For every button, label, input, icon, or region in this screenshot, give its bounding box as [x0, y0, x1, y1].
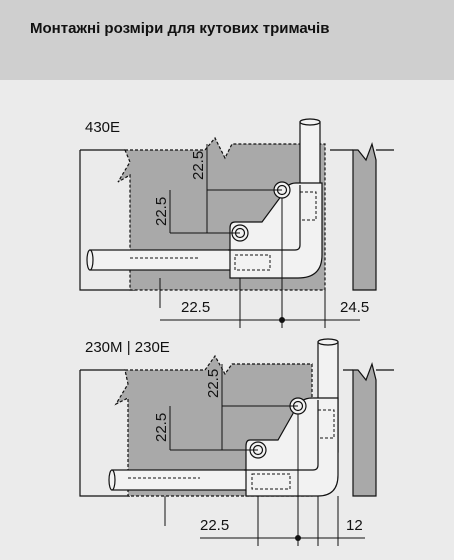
hidden-slot-horizontal — [234, 254, 271, 271]
dim-horizontal-left: 22.5 — [181, 299, 210, 316]
dimension-dot-2 — [295, 535, 301, 541]
corner-holder-inner-2 — [244, 400, 319, 471]
dim-horizontal-right-2: 12 — [346, 517, 363, 534]
dim-vertical-lower-2: 22.5 — [153, 413, 170, 442]
dim-horizontal-right: 24.5 — [340, 299, 369, 316]
rod-left-cap-2 — [108, 469, 116, 491]
drawer-frame-outline-2 — [79, 369, 130, 497]
dim-vertical-upper: 22.5 — [190, 151, 207, 180]
dimension-dot — [279, 317, 285, 323]
page-title: Монтажні розміри для кутових тримачів — [30, 20, 330, 37]
dimension-lines-bottom — [164, 364, 365, 546]
diagram-230m-230e: 230M | 230E 22.5 22.5 22.5 12 — [79, 338, 394, 546]
dim-vertical-lower: 22.5 — [153, 197, 170, 226]
side-panel — [352, 141, 377, 291]
model-label-230m-230e: 230M | 230E — [85, 339, 170, 356]
diagram-430e: 430E 22.5 22.5 22.5 24.5 — [79, 118, 394, 328]
horizontal-rod-2 — [111, 469, 268, 491]
rod-top-cap — [299, 118, 321, 126]
horizontal-rod — [89, 249, 251, 271]
dim-horizontal-left-2: 22.5 — [200, 517, 229, 534]
corner-holder-inner — [228, 185, 301, 251]
rod-left-cap — [86, 249, 94, 271]
side-panel-2 — [352, 361, 377, 497]
rod-top-cap-2 — [317, 338, 339, 346]
dimension-lines-top — [159, 144, 360, 328]
hidden-slot-vertical-2 — [317, 409, 335, 439]
mounting-diagram: 430E 22.5 22.5 22.5 24.5 — [79, 118, 394, 546]
drawer-frame-outline — [79, 149, 135, 291]
model-label-430e: 430E — [85, 119, 120, 136]
header-bar: Монтажні розміри для кутових тримачів — [0, 0, 454, 80]
dim-vertical-upper-2: 22.5 — [205, 369, 222, 398]
hidden-slot-vertical — [299, 191, 317, 221]
hidden-slot-horizontal-2 — [251, 473, 291, 490]
